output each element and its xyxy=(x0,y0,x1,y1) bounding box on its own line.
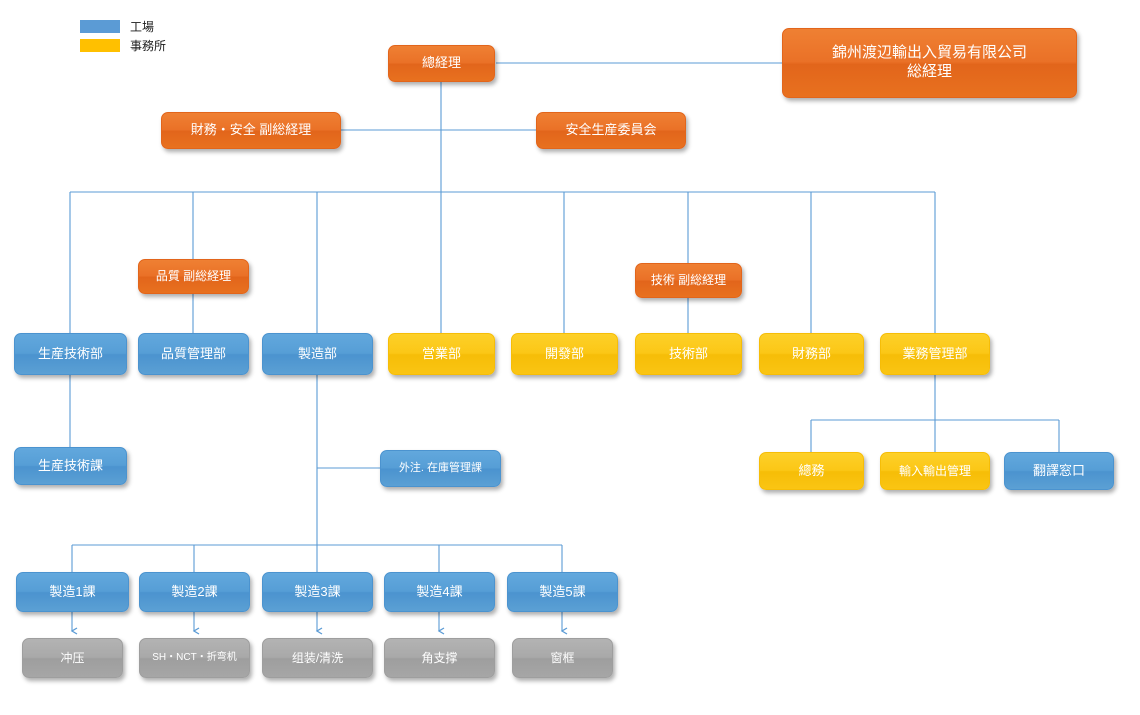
node-department-production-technology-label: 生産技術部 xyxy=(37,345,103,361)
node-department-finance[interactable]: 財務部 xyxy=(759,333,864,375)
node-department-technology-label: 技術部 xyxy=(668,345,708,361)
node-department-business-administration-label: 業務管理部 xyxy=(902,345,968,361)
node-process-assembly-cleaning[interactable]: 组装/清洗 xyxy=(262,638,373,678)
node-department-technology[interactable]: 技術部 xyxy=(635,333,742,375)
node-translation-desk[interactable]: 翻譯窓口 xyxy=(1004,452,1114,490)
node-process-stamping[interactable]: 冲压 xyxy=(22,638,123,678)
node-general-manager[interactable]: 總経理 xyxy=(388,45,495,82)
node-department-manufacturing-label: 製造部 xyxy=(297,345,337,361)
legend-swatch-office xyxy=(80,39,120,52)
node-quality-deputy-label: 品質 副総経理 xyxy=(155,269,232,283)
node-manufacturing-section-4-label: 製造4課 xyxy=(416,583,463,599)
node-technology-deputy[interactable]: 技術 副総経理 xyxy=(635,263,742,298)
node-safety-production-committee[interactable]: 安全生産委員会 xyxy=(536,112,686,149)
node-translation-desk-label: 翻譯窓口 xyxy=(1032,462,1085,478)
node-department-development[interactable]: 開發部 xyxy=(511,333,618,375)
node-company-headquarters-label: 錦州渡辺輸出入貿易有限公司 総経理 xyxy=(831,44,1027,80)
node-import-export-management[interactable]: 輸入輸出管理 xyxy=(880,452,990,490)
node-department-quality-control-label: 品質管理部 xyxy=(160,345,226,361)
node-general-affairs[interactable]: 總務 xyxy=(759,452,864,490)
node-department-development-label: 開發部 xyxy=(544,345,584,361)
node-department-manufacturing[interactable]: 製造部 xyxy=(262,333,373,375)
node-process-sh-nct-bending[interactable]: SH・NCT・折弯机 xyxy=(139,638,250,678)
node-process-window-frame-label: 窗框 xyxy=(550,650,575,665)
node-general-affairs-label: 總務 xyxy=(798,462,825,478)
node-process-sh-nct-bending-label: SH・NCT・折弯机 xyxy=(152,651,237,663)
node-manufacturing-section-3[interactable]: 製造3課 xyxy=(262,572,373,612)
node-process-corner-bracket-label: 角支撑 xyxy=(421,650,458,665)
node-department-production-technology[interactable]: 生産技術部 xyxy=(14,333,127,375)
node-section-outsourcing-inventory-label: 外注. 在庫管理課 xyxy=(398,461,483,474)
node-section-production-technology[interactable]: 生産技術課 xyxy=(14,447,127,485)
node-manufacturing-section-4[interactable]: 製造4課 xyxy=(384,572,495,612)
legend-item-office: 事務所 xyxy=(80,37,166,54)
node-import-export-management-label: 輸入輸出管理 xyxy=(898,463,971,478)
node-department-finance-label: 財務部 xyxy=(791,345,831,361)
node-section-outsourcing-inventory[interactable]: 外注. 在庫管理課 xyxy=(380,450,501,487)
legend: 工場 事務所 xyxy=(80,18,166,56)
node-manufacturing-section-2-label: 製造2課 xyxy=(171,583,218,599)
node-section-production-technology-label: 生産技術課 xyxy=(37,457,103,473)
node-general-manager-label: 總経理 xyxy=(421,55,461,71)
node-department-sales[interactable]: 営業部 xyxy=(388,333,495,375)
node-process-corner-bracket[interactable]: 角支撑 xyxy=(384,638,495,678)
node-department-business-administration[interactable]: 業務管理部 xyxy=(880,333,990,375)
node-manufacturing-section-3-label: 製造3課 xyxy=(294,583,341,599)
legend-label-factory: 工場 xyxy=(130,20,155,34)
node-manufacturing-section-1-label: 製造1課 xyxy=(49,583,96,599)
node-technology-deputy-label: 技術 副総経理 xyxy=(650,273,727,287)
node-manufacturing-section-1[interactable]: 製造1課 xyxy=(16,572,129,612)
node-process-stamping-label: 冲压 xyxy=(60,650,85,665)
node-department-sales-label: 営業部 xyxy=(421,345,461,361)
node-quality-deputy[interactable]: 品質 副総経理 xyxy=(138,259,249,294)
legend-swatch-factory xyxy=(80,20,120,33)
node-company-headquarters[interactable]: 錦州渡辺輸出入貿易有限公司 総経理 xyxy=(782,28,1077,98)
node-process-assembly-cleaning-label: 组装/清洗 xyxy=(291,650,344,665)
node-finance-safety-deputy[interactable]: 財務・安全 副総経理 xyxy=(161,112,341,149)
node-manufacturing-section-5-label: 製造5課 xyxy=(539,583,586,599)
legend-item-factory: 工場 xyxy=(80,18,166,35)
legend-label-office: 事務所 xyxy=(130,39,167,53)
node-manufacturing-section-5[interactable]: 製造5課 xyxy=(507,572,618,612)
node-safety-production-committee-label: 安全生産委員会 xyxy=(565,122,657,138)
node-finance-safety-deputy-label: 財務・安全 副総経理 xyxy=(190,122,312,138)
node-manufacturing-section-2[interactable]: 製造2課 xyxy=(139,572,250,612)
node-department-quality-control[interactable]: 品質管理部 xyxy=(138,333,249,375)
node-process-window-frame[interactable]: 窗框 xyxy=(512,638,613,678)
